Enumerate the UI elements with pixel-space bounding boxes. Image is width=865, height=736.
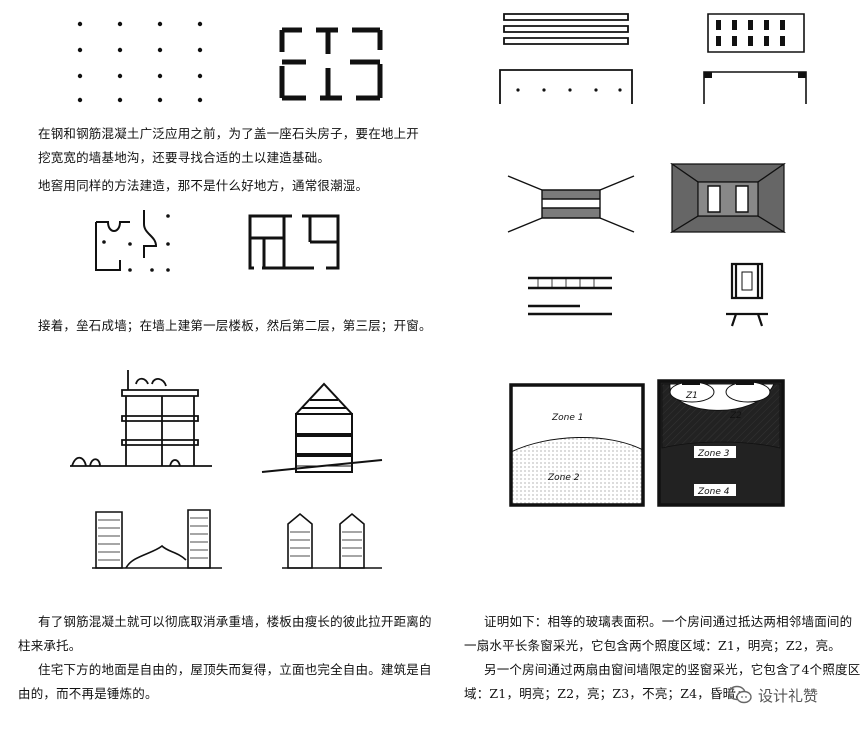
zone-2-label: Zone 2: [547, 473, 580, 483]
zone-4-label: Zone 4: [697, 487, 730, 497]
sketch-zones-strip-window: Zone 1 Zone 2: [508, 382, 646, 508]
sketch-room-strip-window: [508, 168, 634, 238]
z2-label: Z2: [729, 411, 742, 421]
sketch-room-vertical-windows: [672, 160, 784, 236]
sketch-column-dot-grid: [77, 21, 203, 103]
sketch-frame-building: [66, 370, 216, 474]
left-paragraph-3: 接着，垒石成墙；在墙上建第一层楼板，然后第二层，第三层；开窗。: [38, 318, 432, 333]
wechat-icon: [728, 685, 752, 704]
right-paragraph-1: 证明如下：相等的玻璃表面积。一个房间通过抵达两相邻墙面间的一扇水平长条窗采光，它…: [464, 614, 853, 653]
left-paragraph-2: 地窖用同样的方法建造，那不是什么好地方，通常很潮湿。: [38, 178, 369, 193]
left-paragraph-5: 住宅下方的地面是自由的，屋顶失而复得，立面也完全自由。建筑是自由的，而不再是锤炼…: [18, 662, 432, 701]
sketch-pilotis-towers: [92, 508, 222, 574]
sketch-strip-window-section: [524, 272, 616, 322]
watermark-text: 设计礼赞: [758, 686, 819, 705]
z1-label: Z1: [685, 391, 698, 401]
zone-3-label: Zone 3: [697, 449, 730, 459]
left-paragraph-4: 有了钢筋混凝土就可以彻底取消承重墙，楼板由瘦长的彼此拉开距离的柱来承托。: [18, 614, 432, 653]
sketch-zones-vertical-windows: Z1 Z2 Zone 3 Zone 4: [656, 378, 786, 508]
sketch-gabled-towers: [282, 510, 382, 572]
sketch-bearing-wall-plan: [276, 24, 386, 104]
left-paragraph-1: 在钢和钢筋混凝土广泛应用之前，为了盖一座石头房子，要在地上开挖宽宽的墙基地沟，还…: [38, 126, 420, 165]
sketch-slab-elevation: [496, 10, 636, 110]
sketch-free-plan-columns: [90, 208, 170, 272]
watermark: 设计礼赞: [728, 678, 858, 712]
zone-1-label: Zone 1: [551, 413, 584, 423]
sketch-vertical-window-facade: [700, 10, 810, 110]
sketch-vertical-window-section: [722, 258, 772, 330]
sketch-masonry-plan: [244, 212, 344, 272]
right-paragraph-2: 另一个房间通过两扇由窗间墙限定的竖窗采光，它包含了4个照度区域：Z1，明亮；Z2…: [464, 662, 861, 701]
sketch-gabled-house: [262, 378, 382, 478]
